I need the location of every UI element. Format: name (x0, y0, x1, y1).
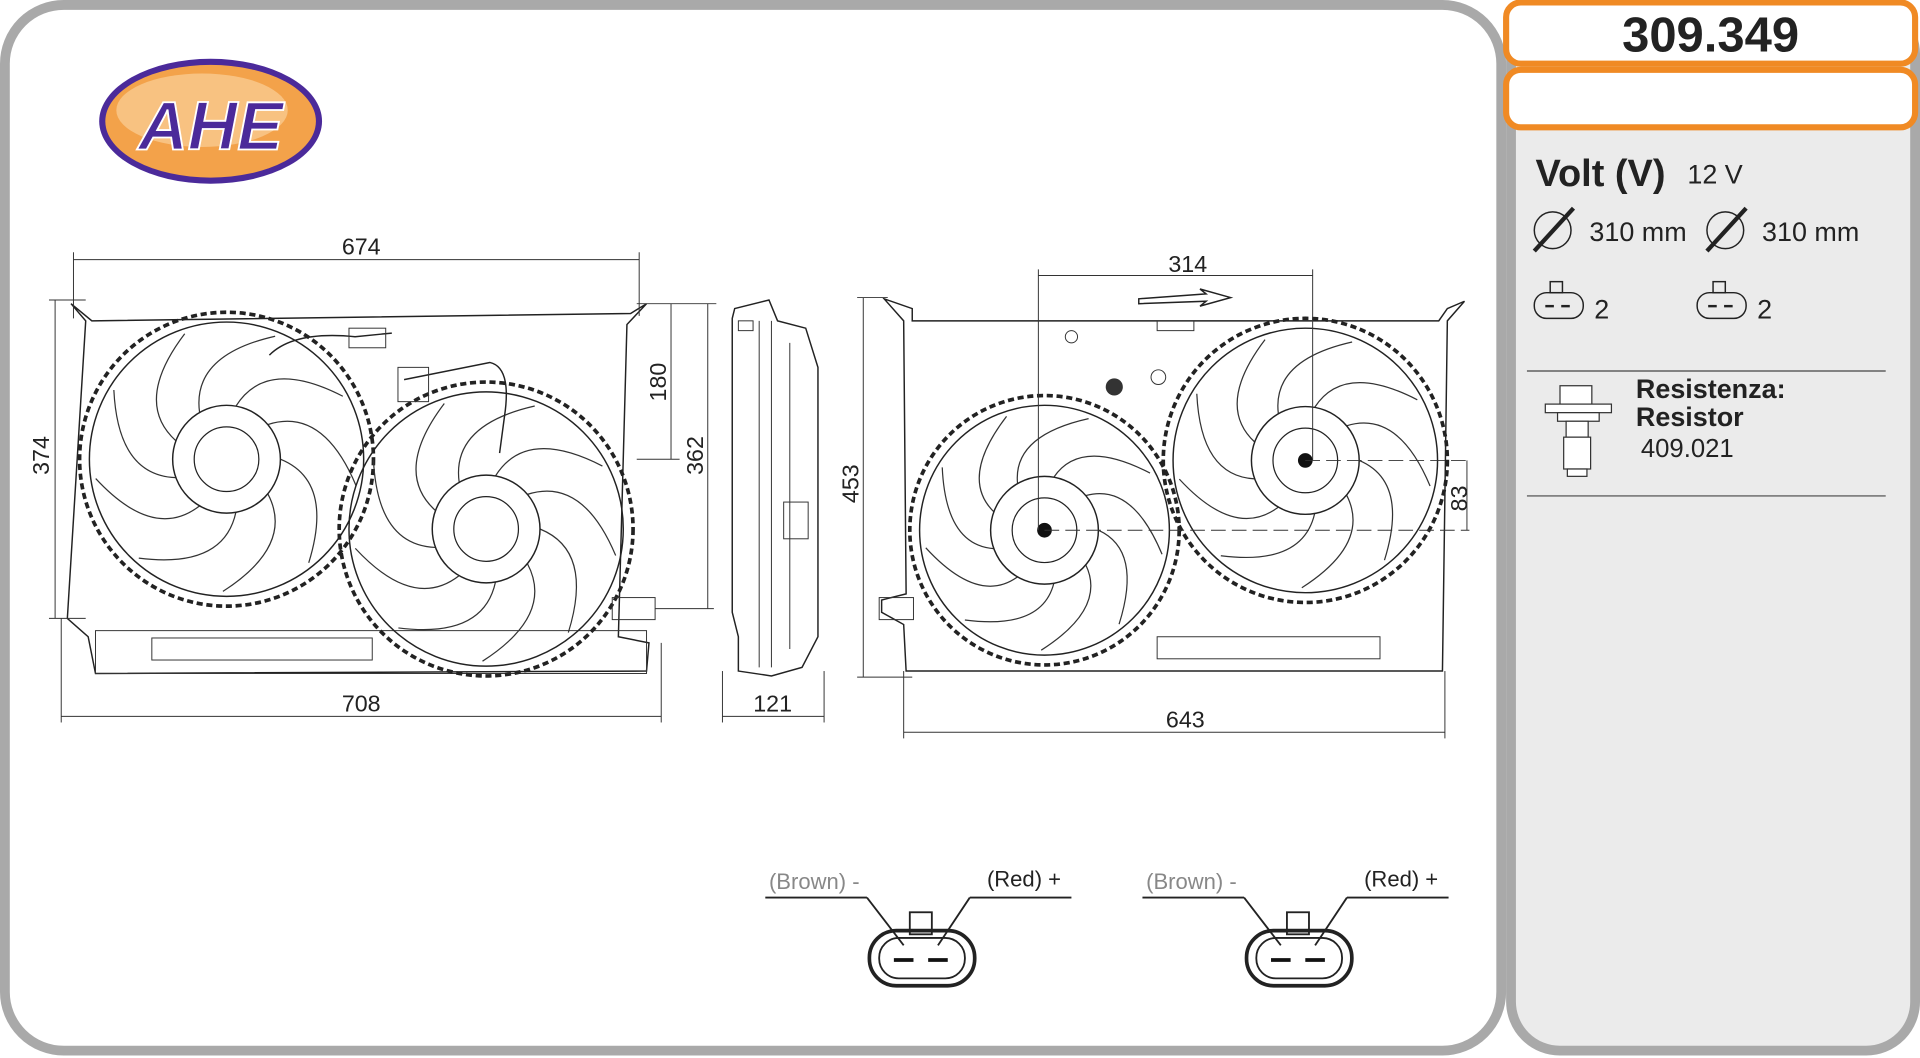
svg-text:AHE: AHE (136, 87, 285, 164)
connector-positive-label: (Red) + (987, 867, 1061, 892)
dim-inner-height: 362 (682, 436, 708, 475)
dim-depth: 121 (753, 690, 792, 716)
diameter-icon (1705, 206, 1748, 253)
secondary-box (1503, 66, 1919, 131)
dimension-lines (48, 252, 1468, 739)
dim-rear-height: 453 (837, 464, 863, 503)
connector-diagram-2: (Brown) - (Red) + (1142, 867, 1449, 988)
connector-diagram-1: (Brown) - (Red) + (765, 867, 1072, 988)
diameter-icon (1532, 206, 1576, 253)
connector-positive-label: (Red) + (1364, 867, 1438, 892)
part-number: 309.349 (1622, 8, 1799, 62)
dim-rear-width: 643 (1166, 706, 1205, 732)
resistor-image (1544, 385, 1613, 477)
resistor-code: 409.021 (1641, 435, 1734, 463)
connector-icon (1696, 280, 1747, 320)
rear-view-drawing (878, 288, 1470, 672)
resistor-title-it: Resistenza: (1636, 374, 1786, 404)
connector-negative-label: (Brown) - (769, 869, 860, 894)
voltage-value: 12 V (1687, 160, 1742, 190)
dim-front-height: 374 (28, 436, 54, 475)
dim-upper-offset: 180 (645, 363, 671, 402)
connector-icon (1533, 280, 1584, 320)
voltage-label: Volt (V) (1536, 153, 1666, 195)
dim-front-bottom-width: 708 (342, 690, 381, 716)
dim-fan-spacing: 314 (1168, 251, 1207, 277)
fan-drawing (337, 380, 635, 678)
part-number-box (1503, 0, 1919, 67)
ahe-logo: AHE (99, 58, 323, 184)
fan-diameter-1: 310 mm (1589, 217, 1686, 247)
dim-fan-offset: 83 (1446, 485, 1472, 511)
dim-front-top-width: 674 (342, 234, 381, 260)
connector-pins-1: 2 (1594, 294, 1609, 324)
connector-negative-label: (Brown) - (1146, 869, 1237, 894)
fan-drawing (77, 310, 376, 608)
fan-diameter-2: 310 mm (1762, 217, 1859, 247)
side-view-drawing (731, 299, 819, 677)
resistor-title-en: Resistor (1636, 402, 1744, 432)
drawing-frame (0, 0, 1507, 1056)
front-view-drawing (66, 303, 656, 678)
connector-pins-2: 2 (1757, 294, 1772, 324)
